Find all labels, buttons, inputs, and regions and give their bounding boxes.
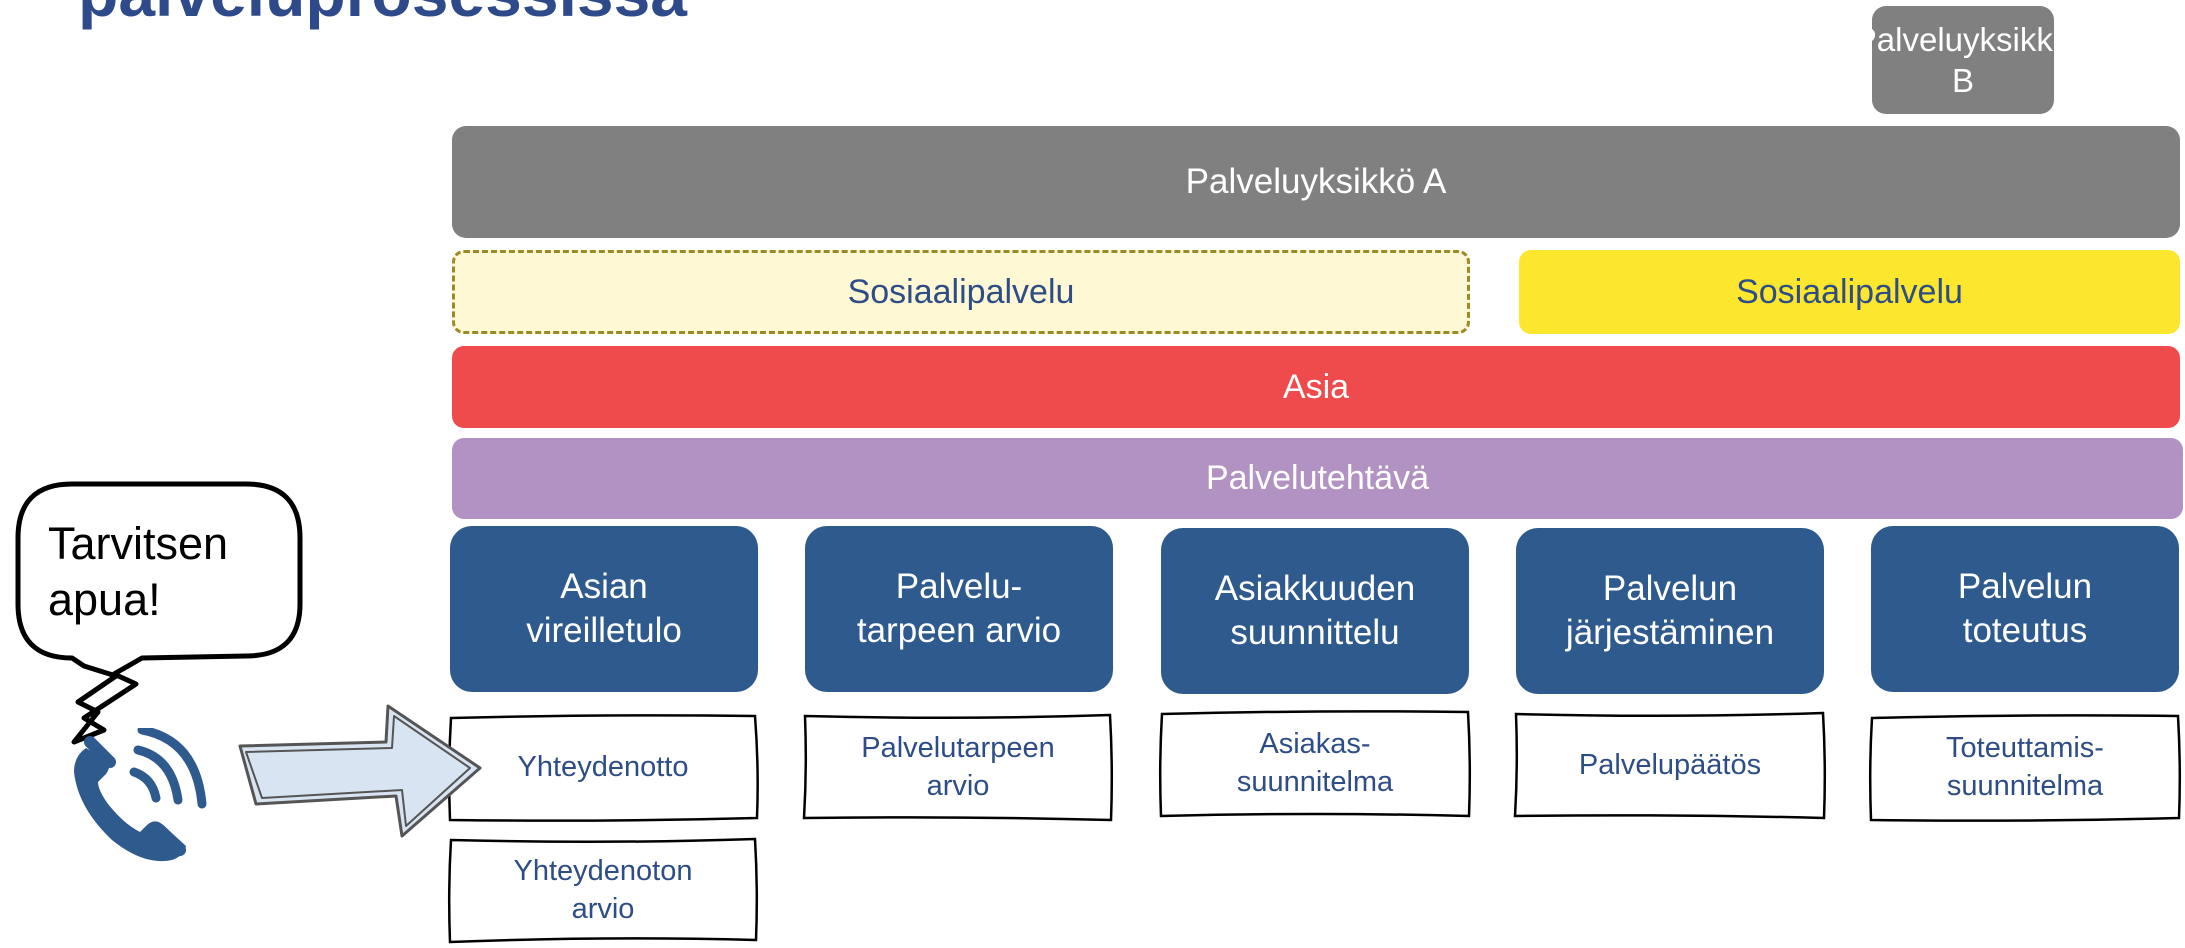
phase-asiakkuuden-suunnittelu: Asiakkuuden suunnittelu [1161, 528, 1469, 694]
document-yhteydenotto: Yhteydenotto [447, 712, 759, 824]
phase-asian-vireilletulo: Asian vireilletulo [450, 526, 758, 692]
document-shape [1868, 714, 2182, 822]
phase-label: Palvelu-tarpeen arvio [856, 567, 1062, 650]
document-asiakassuunnitelma: Asiakas-suunnitelma [1158, 708, 1472, 820]
document-shape [447, 837, 759, 944]
phase-palvelun-toteutus: Palvelun toteutus [1871, 526, 2179, 692]
speech-bubble-icon [15, 481, 303, 745]
document-label: Toteuttamis-suunnitelma [1946, 732, 2104, 802]
phase-palvelutarpeen-arvio: Palvelu-tarpeen arvio [805, 526, 1113, 692]
document-label: Yhteydenoton arvio [513, 855, 693, 925]
arrow-right-icon [238, 704, 482, 838]
unit-a-box: Palveluyksikkö A [452, 126, 2180, 238]
speech-bubble-label: Tarvitsen apua! [48, 518, 229, 626]
asia-bar: Asia [452, 346, 2180, 428]
document-label: Asiakas-suunnitelma [1236, 728, 1394, 798]
phase-label: Asian vireilletulo [526, 567, 682, 650]
document-toteuttamissuunnitelma: Toteuttamis-suunnitelma [1868, 712, 2182, 824]
document-palvelupaatos: Palvelupäätös [1513, 710, 1827, 822]
document-shape [1513, 711, 1827, 820]
document-palvelutarpeen-arvio: Palvelutarpeen arvio [802, 712, 1114, 824]
phase-palvelun-jarjestaminen: Palvelun järjestäminen [1516, 528, 1824, 694]
document-shape [802, 713, 1114, 822]
palvelutehtava-bar: Palvelutehtävä [452, 438, 2183, 519]
phase-label: Palvelun toteutus [1957, 567, 2093, 650]
document-shape [1158, 710, 1472, 818]
phase-label: Palvelun järjestäminen [1565, 569, 1775, 652]
document-label: Palvelupäätös [1578, 749, 1762, 782]
unit-b-box: Palveluyksikkö B [1855, 6, 2071, 114]
document-label: Yhteydenotto [517, 751, 689, 784]
page-title: palveluprosessissa [78, 0, 687, 33]
speech-bubble-text: Tarvitsen apua! [48, 516, 248, 629]
phone-icon [74, 728, 207, 862]
document-label: Palvelutarpeen arvio [861, 732, 1055, 802]
sosiaalipalvelu-solid-box: Sosiaalipalvelu [1519, 250, 2180, 334]
phase-label: Asiakkuuden suunnittelu [1214, 569, 1416, 652]
document-shape [447, 714, 759, 822]
document-yhteydenoton-arvio: Yhteydenoton arvio [447, 836, 759, 946]
sosiaalipalvelu-dashed-box: Sosiaalipalvelu [452, 250, 1470, 334]
